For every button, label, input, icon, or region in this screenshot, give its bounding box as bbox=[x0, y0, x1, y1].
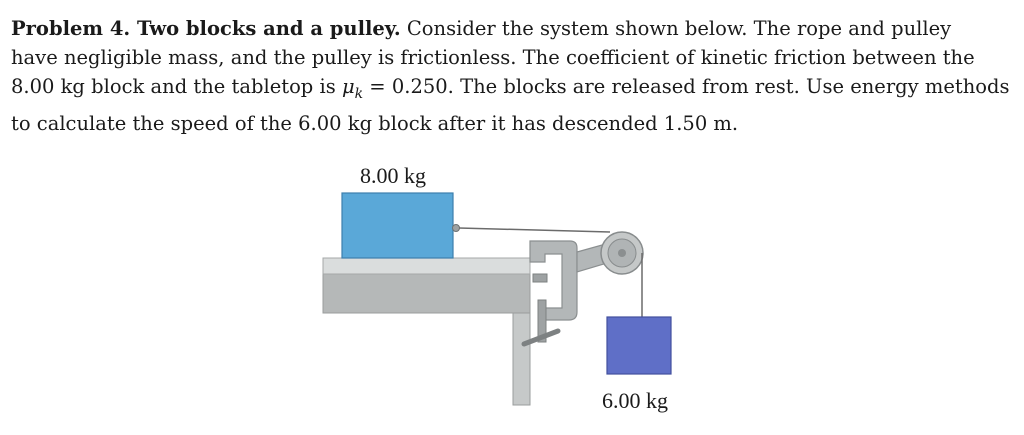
problem-heading: Problem 4. Two blocks and a pulley. bbox=[11, 17, 401, 40]
clamp-pad bbox=[532, 273, 548, 283]
problem-text-line3a: 8.00 kg block and the tabletop is bbox=[11, 75, 342, 98]
problem-text-line4: to calculate the speed of the 6.00 kg bl… bbox=[11, 111, 739, 135]
clamp-screw bbox=[537, 299, 547, 343]
problem-text-line2: have negligible mass, and the pulley is … bbox=[11, 46, 975, 69]
mu-subscript: k bbox=[354, 85, 364, 102]
table-side bbox=[322, 272, 531, 314]
problem-statement: Problem 4. Two blocks and a pulley. Cons… bbox=[11, 14, 1011, 138]
problem-text-line3b: = 0.250. The blocks are released from re… bbox=[363, 75, 1010, 98]
label-6kg: 6.00 kg bbox=[602, 388, 668, 413]
clamp-bracket bbox=[529, 240, 578, 321]
mu-symbol: μ bbox=[341, 75, 355, 98]
problem-text-line1: Consider the system shown below. The rop… bbox=[400, 17, 952, 40]
block-hook bbox=[452, 224, 460, 232]
tabletop bbox=[322, 257, 531, 275]
pulley-axle bbox=[618, 249, 626, 257]
block-6kg bbox=[606, 316, 672, 375]
block-8kg bbox=[341, 192, 454, 259]
rope-horizontal bbox=[458, 227, 611, 233]
clamp-handle bbox=[521, 328, 561, 347]
label-8kg: 8.00 kg bbox=[360, 163, 426, 188]
